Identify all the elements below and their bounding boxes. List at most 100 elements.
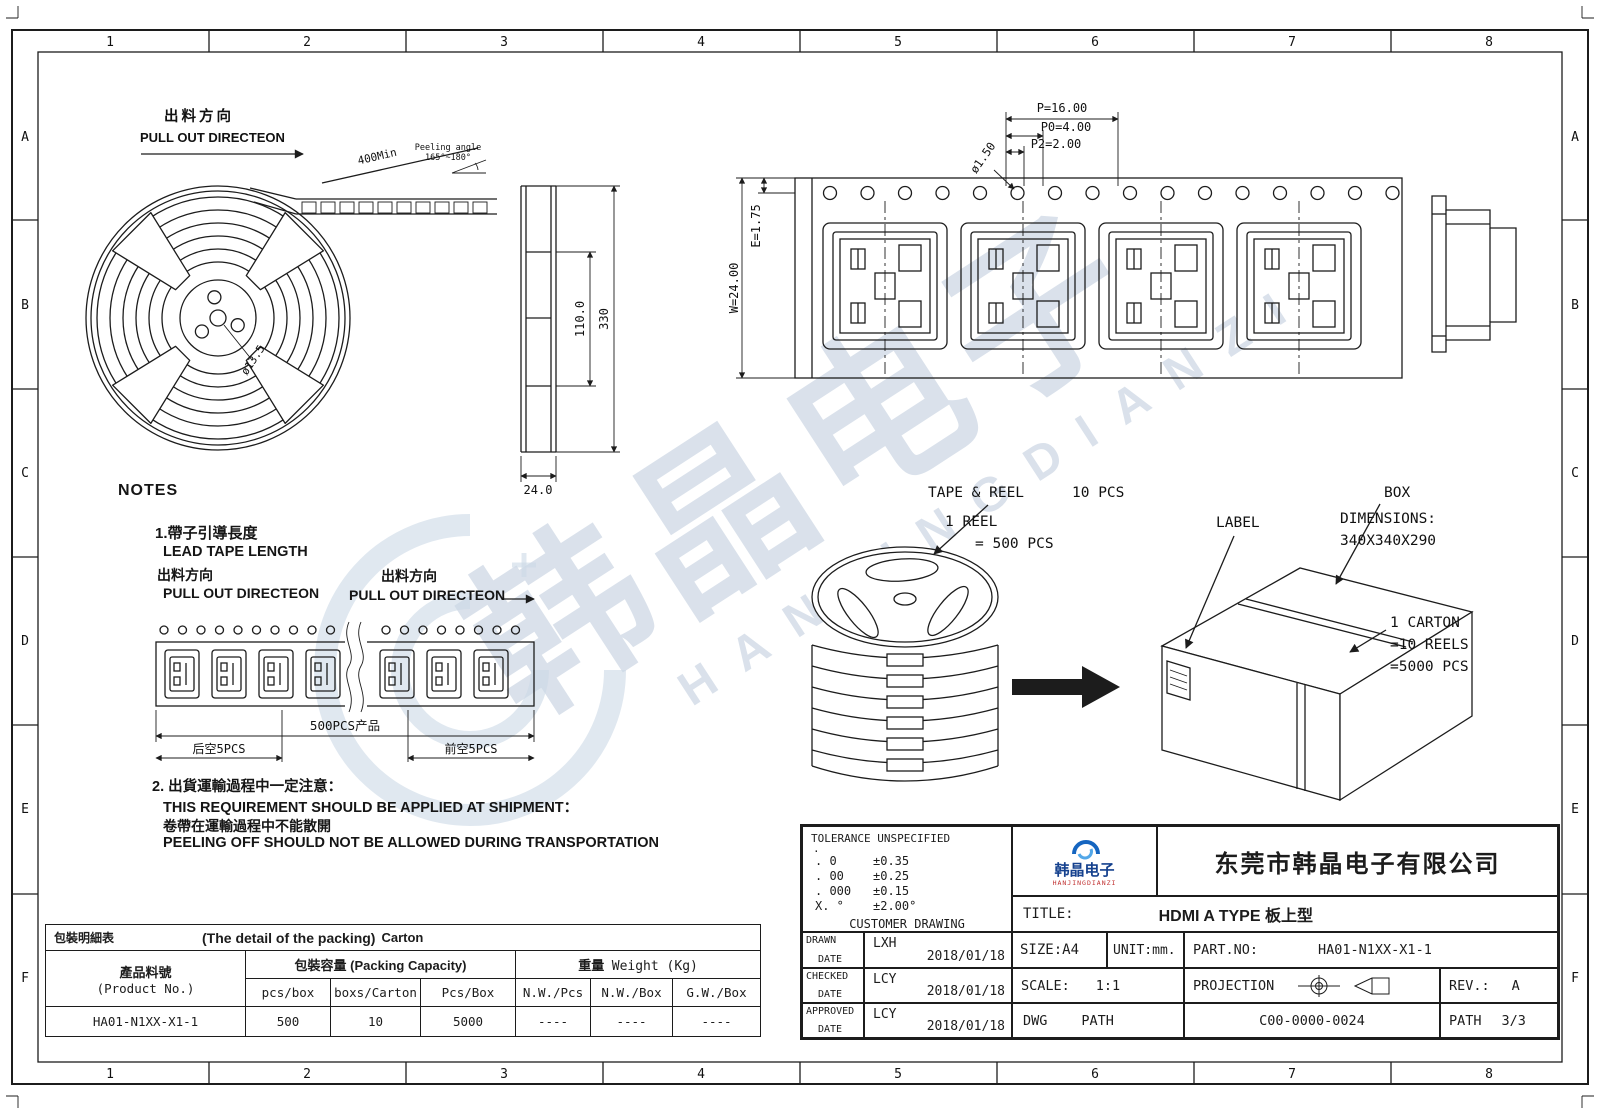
- peeling-angle-label: Peeling angle: [415, 143, 482, 153]
- packing-table: 包裝明細表 (The detail of the packing) Carton…: [44, 924, 762, 1037]
- approved-date: 2018/01/18: [926, 1019, 1005, 1034]
- logo-swirl-icon: [1071, 840, 1100, 860]
- grid-col-label: 8: [1485, 35, 1493, 50]
- subheader-boxs-carton: boxs/Carton: [330, 978, 421, 1007]
- tol-value: ±0.15: [873, 884, 910, 898]
- grid-row-label: B: [1571, 298, 1579, 313]
- rev-label: REV.:: [1449, 977, 1490, 994]
- date-label: DATE: [818, 989, 843, 1000]
- dim-p0-label: P0=4.00: [1041, 120, 1092, 134]
- grid-col-label: 6: [1091, 1067, 1099, 1082]
- cell-pcs-box: 500: [245, 1006, 331, 1037]
- sheet-cell: PATH 3/3: [1440, 1003, 1558, 1038]
- drawn-label: DRAWN: [806, 935, 837, 946]
- dim-e-label: E=1.75: [749, 204, 763, 247]
- checked-label: CHECKED: [806, 971, 849, 982]
- weight-header-cn: 重量: [578, 958, 605, 973]
- cell-pcs-box2: 5000: [420, 1006, 516, 1037]
- subheader-nw-pcs: N.W./Pcs: [515, 978, 591, 1007]
- tape-reel-label: TAPE & REEL: [928, 485, 1024, 501]
- dwg-no-cell: C00-0000-0024: [1184, 1003, 1440, 1038]
- part-no-value: HA01-N1XX-X1-1: [1318, 942, 1432, 958]
- strip-dir-en: PULL OUT DIRECTEON: [349, 587, 506, 603]
- notes-strip-dims: 500PCS产品 后空5PCS 前空5PCS: [193, 718, 498, 756]
- approved-value-cell: LCY 2018/01/18: [864, 1003, 1012, 1038]
- label-callout: LABEL: [1216, 515, 1260, 531]
- box-callout: BOX: [1384, 485, 1410, 501]
- size-cell: SIZE:A4: [1012, 932, 1107, 968]
- grid-col-label: 7: [1288, 1067, 1296, 1082]
- first-angle-symbol: [1298, 974, 1341, 997]
- tol-key: X. °: [815, 899, 844, 913]
- dwg-path-label: PATH: [1081, 1012, 1114, 1029]
- packing-table-title-carton: Carton: [381, 930, 424, 945]
- cell-gw-box: ----: [671, 1006, 762, 1037]
- projection-cell: PROJECTION: [1184, 968, 1440, 1003]
- watermark-swirl: [314, 514, 626, 826]
- product-no-header-en: (Product No.): [96, 980, 195, 996]
- box-dimensions-label: DIMENSIONS:: [1340, 511, 1436, 527]
- grid-col-label: 1: [106, 35, 114, 50]
- note1-dir-cn: 出料方向: [157, 567, 213, 583]
- grid-col-label: 1: [106, 1067, 114, 1082]
- grid-col-label: 6: [1091, 35, 1099, 50]
- scale-cell: SCALE: 1:1: [1012, 968, 1184, 1003]
- connector-end-view: [1431, 195, 1517, 353]
- drawn-cell: DRAWN DATE: [802, 932, 864, 968]
- dim-110-label: 110.0: [573, 301, 587, 337]
- frame-labels: 1 2 3 4 5 6 7 8 1 2 3 4 5 6 7 8 A B C D …: [21, 35, 1579, 1082]
- tape-dims: P=16.00 P0=4.00 P2=2.00 ø1.50 E=1.75 W=2…: [727, 101, 1091, 313]
- ten-pcs-label: 10 PCS: [1072, 485, 1124, 501]
- packing-table-title-cn: 包裝明細表: [54, 931, 115, 945]
- grid-row-label: F: [1571, 971, 1579, 986]
- strip-total-label: 500PCS产品: [310, 718, 380, 733]
- grid-row-label: D: [1571, 634, 1579, 649]
- tolerance-dot: .: [813, 842, 820, 855]
- product-no-header-cn: 產品料號: [119, 964, 172, 980]
- grid-row-label: A: [21, 130, 29, 145]
- dwg-label: DWG: [1023, 1012, 1048, 1029]
- carton-reels-label: =10 REELS: [1390, 637, 1469, 653]
- note1-en: LEAD TAPE LENGTH: [163, 544, 308, 560]
- table-row: HA01-N1XX-X1-1 500 10 5000 ---- ---- ---…: [45, 1006, 762, 1037]
- date-label: DATE: [818, 1024, 843, 1035]
- rev-cell: REV.: A: [1440, 968, 1558, 1003]
- tolerance-box: TOLERANCE UNSPECIFIED . . 0±0.35 . 00±0.…: [802, 826, 1012, 932]
- drawn-value-cell: LXH 2018/01/18: [864, 932, 1012, 968]
- note1-cn: 1.帶子引導長度: [155, 525, 258, 542]
- part-no-label: PART.NO:: [1193, 942, 1259, 958]
- cell-nw-box: ----: [590, 1006, 673, 1037]
- notes-title: NOTES: [118, 482, 179, 499]
- sheet-number: 3/3: [1501, 1012, 1526, 1029]
- subheader-pcs-box: pcs/box: [245, 978, 331, 1007]
- grid-row-label: E: [21, 802, 29, 817]
- pull-out-cn-label: 出料方向: [164, 107, 234, 125]
- flow-arrow: [1012, 666, 1120, 708]
- carton-qty-label: 1 CARTON: [1390, 615, 1460, 631]
- date-label: DATE: [818, 954, 843, 965]
- grid-row-label: D: [21, 634, 29, 649]
- strip-front-label: 前空5PCS: [445, 741, 498, 756]
- notes-strip-drawing: [155, 594, 535, 762]
- reel-side-view: [520, 185, 620, 482]
- carrier-tape-drawing: [736, 112, 1403, 379]
- grid-row-label: F: [21, 971, 29, 986]
- cell-product-no: HA01-N1XX-X1-1: [45, 1006, 246, 1037]
- product-no-header: 產品料號 (Product No.): [45, 950, 246, 1007]
- grid-row-label: B: [21, 298, 29, 313]
- grid-col-label: 2: [303, 1067, 311, 1082]
- dim-24-label: 24.0: [524, 483, 553, 497]
- checked-value-cell: LCY 2018/01/18: [864, 968, 1012, 1003]
- packing-table-title-en: (The detail of the packing): [202, 929, 376, 946]
- scale-label: SCALE:: [1021, 977, 1070, 994]
- cell-boxs-carton: 10: [330, 1006, 421, 1037]
- scale-value: 1:1: [1095, 977, 1121, 994]
- part-no-cell: PART.NO: HA01-N1XX-X1-1: [1184, 932, 1558, 968]
- projection-label: PROJECTION: [1193, 977, 1275, 994]
- drawn-by: LXH: [873, 936, 897, 951]
- weight-header-en: Weight (Kg): [611, 959, 698, 974]
- strip-rear-label: 后空5PCS: [193, 742, 246, 756]
- border-frame: [6, 6, 1594, 1108]
- grid-col-label: 5: [894, 1067, 902, 1082]
